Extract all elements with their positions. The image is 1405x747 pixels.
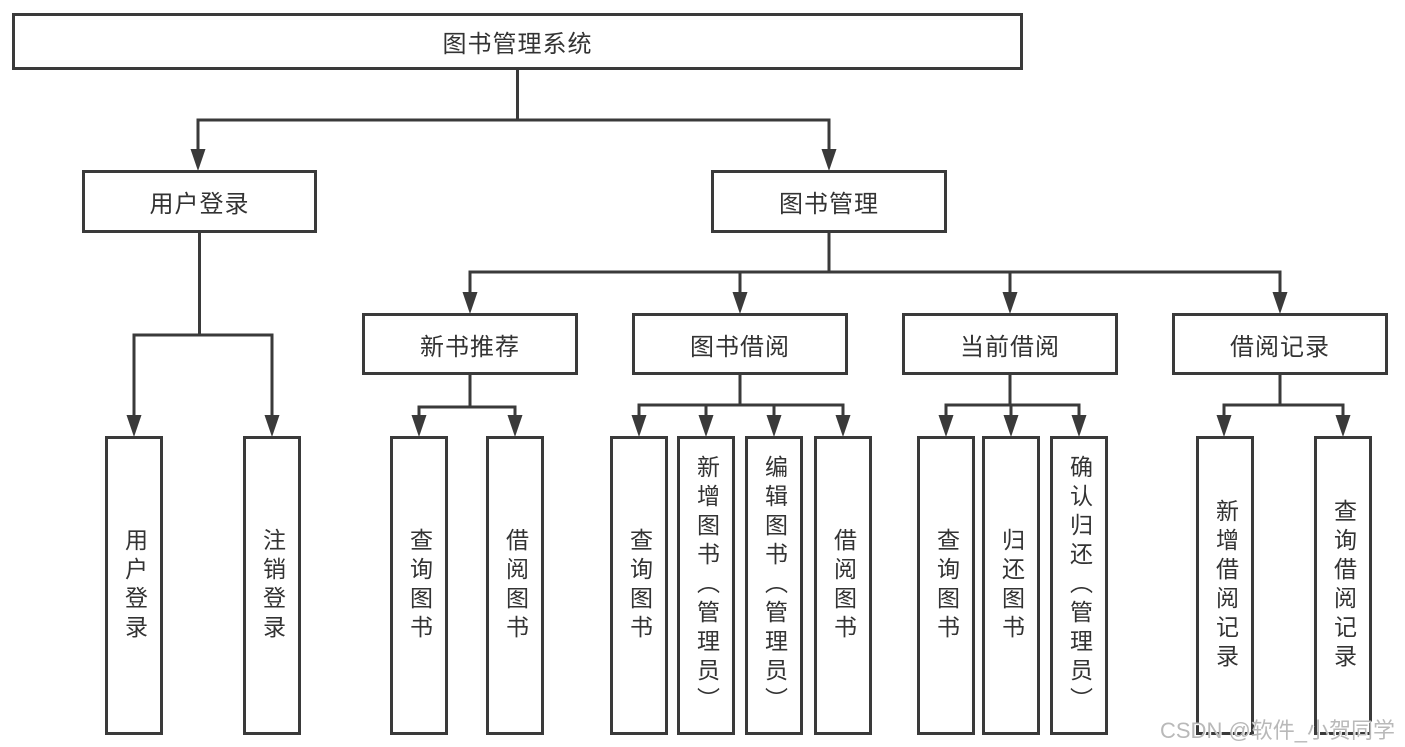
leaf-records-query: 查询借阅记录 xyxy=(1314,436,1372,735)
leaf-current-return-label: 归还图书 xyxy=(998,527,1025,644)
leaf-user-login-label: 用户登录 xyxy=(121,527,148,644)
arrowheads xyxy=(126,149,1351,437)
leaf-borrow-borrow-label: 借阅图书 xyxy=(830,527,857,644)
leaf-logout-login: 注销登录 xyxy=(243,436,301,735)
leaf-current-confirm-admin-label: 确认归还（管理员） xyxy=(1066,455,1093,716)
leaf-current-confirm-admin: 确认归还（管理员） xyxy=(1050,436,1108,735)
leaf-borrow-add-admin: 新增图书（管理员） xyxy=(677,436,735,735)
leaf-newbook-borrow-label: 借阅图书 xyxy=(502,527,529,644)
leaf-records-query-label: 查询借阅记录 xyxy=(1330,498,1357,673)
watermark-text: CSDN @软件_小贺同学 xyxy=(1160,718,1396,743)
leaf-borrow-query: 查询图书 xyxy=(610,436,668,735)
node-user-login: 用户登录 xyxy=(82,170,317,233)
node-book-borrow: 图书借阅 xyxy=(632,313,848,375)
leaf-newbook-borrow: 借阅图书 xyxy=(486,436,544,735)
leaf-records-add-label: 新增借阅记录 xyxy=(1212,498,1239,673)
node-borrow-records-label: 借阅记录 xyxy=(1230,333,1330,361)
node-new-book-recommend: 新书推荐 xyxy=(362,313,578,375)
leaf-logout-login-label: 注销登录 xyxy=(259,527,286,644)
connector-user-login xyxy=(132,233,274,418)
leaf-borrow-add-admin-label: 新增图书（管理员） xyxy=(693,455,720,716)
node-root: 图书管理系统 xyxy=(12,13,1023,70)
leaf-borrow-edit-admin-label: 编辑图书（管理员） xyxy=(761,455,788,716)
connector-new-book xyxy=(417,375,517,418)
leaf-current-return: 归还图书 xyxy=(982,436,1040,735)
node-book-management: 图书管理 xyxy=(711,170,947,233)
leaf-current-query: 查询图书 xyxy=(917,436,975,735)
leaf-user-login: 用户登录 xyxy=(105,436,163,735)
connector-current-borrow xyxy=(944,375,1081,418)
node-book-borrow-label: 图书借阅 xyxy=(690,333,790,361)
leaf-newbook-query-label: 查询图书 xyxy=(406,527,433,644)
leaf-current-query-label: 查询图书 xyxy=(933,527,960,644)
connector-book-borrow xyxy=(637,375,845,418)
node-user-login-label: 用户登录 xyxy=(149,191,250,218)
node-current-borrow: 当前借阅 xyxy=(902,313,1118,375)
node-borrow-records: 借阅记录 xyxy=(1172,313,1388,375)
connector-book-management xyxy=(468,233,1282,295)
node-book-management-label: 图书管理 xyxy=(779,191,879,218)
node-root-label: 图书管理系统 xyxy=(442,31,593,58)
leaf-borrow-borrow: 借阅图书 xyxy=(814,436,872,735)
leaf-borrow-edit-admin: 编辑图书（管理员） xyxy=(745,436,803,735)
leaf-borrow-query-label: 查询图书 xyxy=(626,527,653,644)
node-new-book-recommend-label: 新书推荐 xyxy=(420,333,520,361)
connector-root xyxy=(196,70,831,151)
connector-borrow-records xyxy=(1222,375,1345,418)
leaf-records-add: 新增借阅记录 xyxy=(1196,436,1254,735)
node-current-borrow-label: 当前借阅 xyxy=(960,333,1060,361)
leaf-newbook-query: 查询图书 xyxy=(390,436,448,735)
